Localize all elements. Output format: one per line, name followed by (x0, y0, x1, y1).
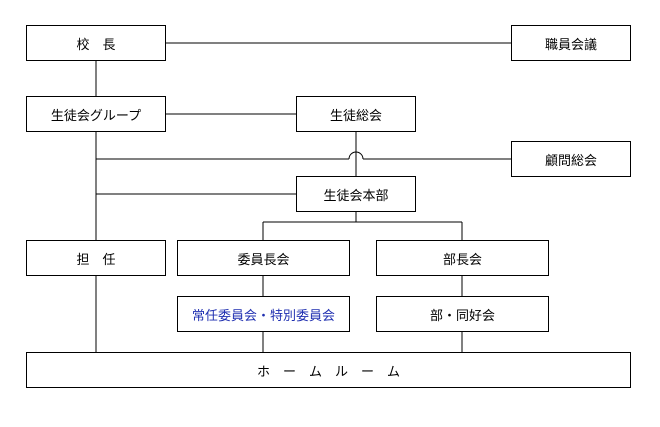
advisory-council-label: 顧問総会 (544, 153, 597, 169)
homeroom-label: ホ ー ム ル ー ム (256, 364, 400, 380)
principal-box: 校 長 (26, 25, 166, 61)
committee-chairs-label: 委員長会 (237, 252, 290, 268)
advisory-council-box: 顧問総会 (511, 141, 631, 177)
general-assembly-label: 生徒総会 (329, 108, 382, 124)
council-headquarters-label: 生徒会本部 (323, 188, 389, 204)
student-council-group-box: 生徒会グループ (26, 96, 166, 132)
principal-label: 校 長 (76, 37, 116, 53)
homeroom-box: ホ ー ム ル ー ム (26, 352, 631, 388)
staff-meeting-box: 職員会議 (511, 25, 631, 61)
general-assembly-box: 生徒総会 (296, 96, 416, 132)
homeroom-teacher-box: 担 任 (26, 240, 166, 276)
committees-label: 常任委員会・特別委員会 (191, 308, 335, 324)
homeroom-teacher-label: 担 任 (76, 252, 116, 268)
club-captains-box: 部長会 (376, 240, 549, 276)
committees-box: 常任委員会・特別委員会 (177, 296, 350, 332)
committee-chairs-box: 委員長会 (177, 240, 350, 276)
clubs-label: 部・同好会 (429, 308, 495, 324)
clubs-box: 部・同好会 (376, 296, 549, 332)
staff-meeting-label: 職員会議 (544, 37, 597, 53)
student-council-group-label: 生徒会グループ (50, 108, 142, 124)
club-captains-label: 部長会 (442, 252, 482, 268)
council-headquarters-box: 生徒会本部 (296, 176, 416, 212)
